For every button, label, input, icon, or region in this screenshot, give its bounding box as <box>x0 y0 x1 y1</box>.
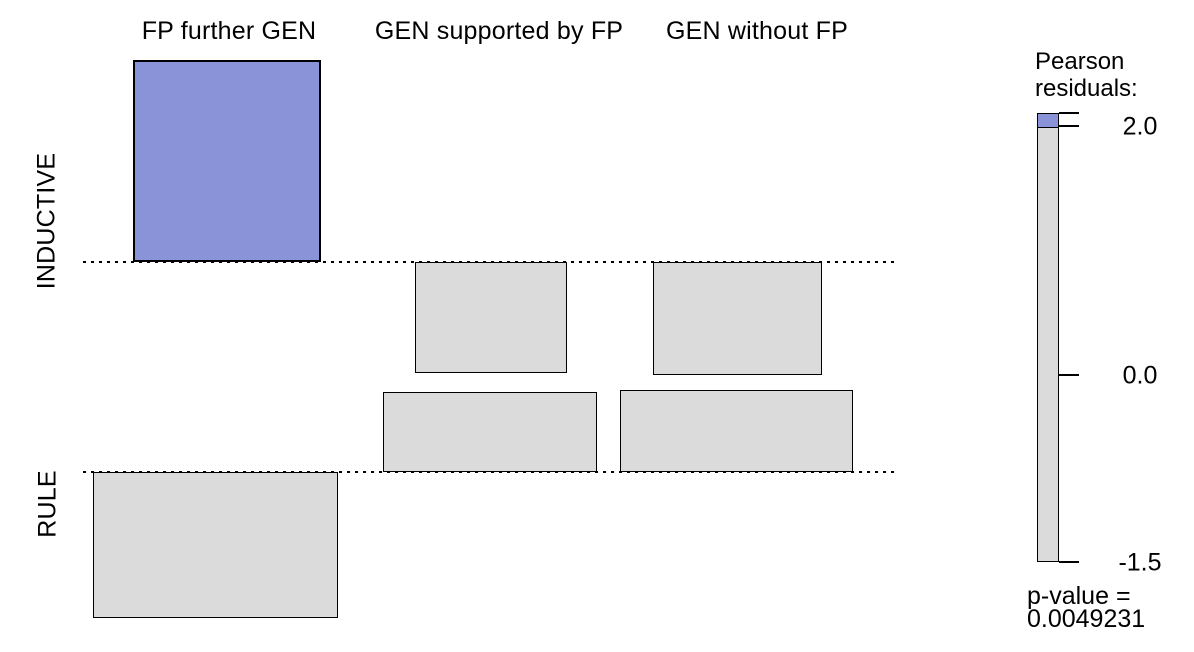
column-label-gen-without-fp: GEN without FP <box>665 17 849 45</box>
column-label-fp-further-gen: FP further GEN <box>141 17 317 45</box>
column-label-gen-supported-by-fp: GEN supported by FP <box>374 17 624 45</box>
p-value-number: 0.0049231 <box>1027 605 1146 633</box>
legend-tick-label: -1.5 <box>1118 548 1162 577</box>
legend-tick <box>1059 374 1079 376</box>
residual-cell <box>133 60 321 262</box>
legend-tick-label: 2.0 <box>1122 112 1158 141</box>
p-value-block: p-value = 0.0049231 <box>1027 582 1146 633</box>
legend-title: Pearson residuals: <box>1035 48 1138 102</box>
legend-tick <box>1059 112 1079 114</box>
residual-cell <box>383 392 597 472</box>
legend-tick <box>1059 125 1079 127</box>
legend-bar <box>1037 113 1059 562</box>
residual-cell <box>415 262 567 373</box>
legend-tick-label: 0.0 <box>1122 361 1158 390</box>
legend-tick <box>1059 561 1079 563</box>
residual-cell <box>653 262 822 375</box>
row-label-rule: RULE <box>33 470 62 538</box>
p-value-label: p-value = <box>1027 582 1131 610</box>
legend-blue-segment <box>1038 114 1058 128</box>
legend-title-line2: residuals: <box>1035 75 1138 102</box>
row-label-inductive: INDUCTIVE <box>32 152 61 290</box>
legend-title-line1: Pearson <box>1035 48 1125 75</box>
baseline-dotted <box>83 471 895 473</box>
residual-cell <box>93 472 338 618</box>
residual-cell <box>620 390 853 472</box>
